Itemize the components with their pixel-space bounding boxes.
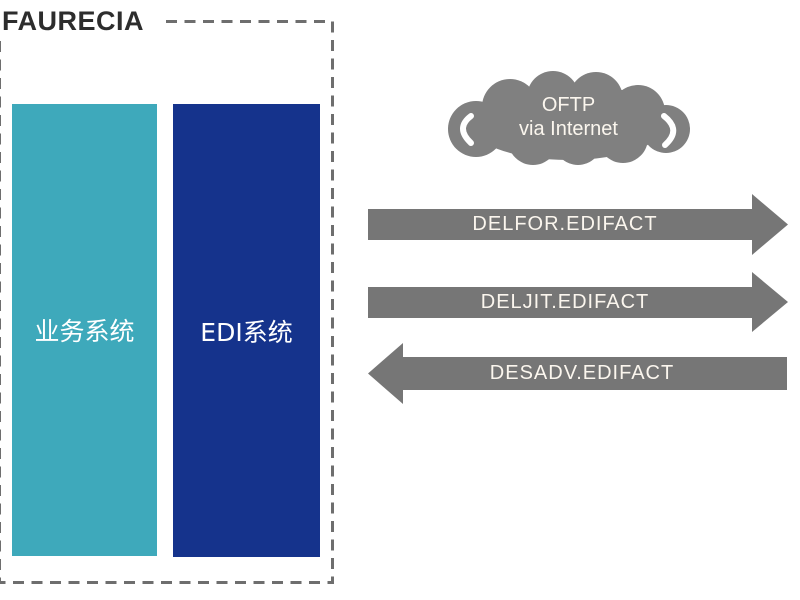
- business-system-label: 业务系统: [34, 317, 135, 346]
- arrow-desadv-label: DESADV.EDIFACT: [489, 362, 675, 384]
- edi-system-block: EDI系统: [173, 104, 320, 557]
- left-arrow-icon: [368, 343, 787, 404]
- arrow-deljit: DELJIT.EDIFACT: [368, 271, 789, 333]
- cloud-label-line1: OFTP: [541, 94, 596, 116]
- internet-cloud: OFTP via Internet: [437, 66, 700, 168]
- right-arrow-icon: [368, 272, 788, 332]
- edi-system-label: EDI系统: [200, 317, 293, 347]
- arrow-desadv: DESADV.EDIFACT: [368, 343, 787, 404]
- business-system-block: 业务系统: [12, 104, 157, 556]
- cloud-icon: [448, 71, 690, 165]
- arrow-delfor: DELFOR.EDIFACT: [368, 193, 789, 256]
- arrow-deljit-label: DELJIT.EDIFACT: [480, 290, 650, 313]
- cloud-label-line2: via Internet: [519, 118, 618, 140]
- cloud-label: OFTP via Internet: [437, 66, 700, 168]
- arrow-delfor-label: DELFOR.EDIFACT: [472, 213, 658, 235]
- right-arrow-icon: [368, 194, 788, 255]
- company-logo: FAURECIA: [0, 4, 167, 41]
